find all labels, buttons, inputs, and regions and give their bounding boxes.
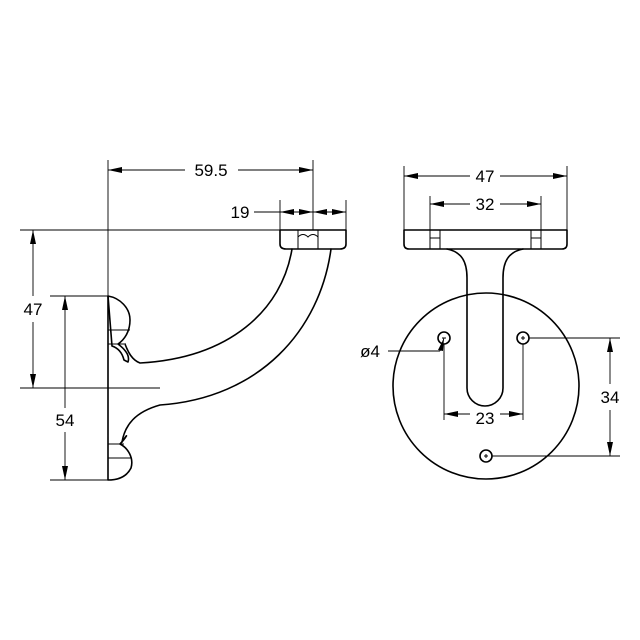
dim-front-flange: 47	[476, 167, 495, 186]
dim-wall-plate: 54	[56, 411, 75, 430]
dim-hole-vertical-spacing: 34	[601, 388, 620, 407]
side-view: 59.5 19 47 54	[20, 160, 347, 481]
dim-hole-diameter: ø4	[360, 342, 380, 361]
front-stem	[446, 248, 524, 407]
dim-flange-hole-spacing: 32	[476, 195, 495, 214]
side-arm-inner	[124, 248, 293, 364]
dim-bottom-height: 47	[24, 300, 43, 319]
side-top-flange	[279, 229, 347, 250]
side-arm-outer	[121, 248, 332, 443]
front-wall-plate	[392, 292, 580, 480]
front-view: 47 32 ø4 23 34	[360, 166, 620, 480]
dim-hole-horizontal-spacing: 23	[476, 409, 495, 428]
front-top-flange	[403, 229, 568, 250]
dim-total-reach: 59.5	[194, 161, 227, 180]
dim-top-flange: 19	[231, 203, 250, 222]
side-wall-plate	[107, 295, 131, 363]
